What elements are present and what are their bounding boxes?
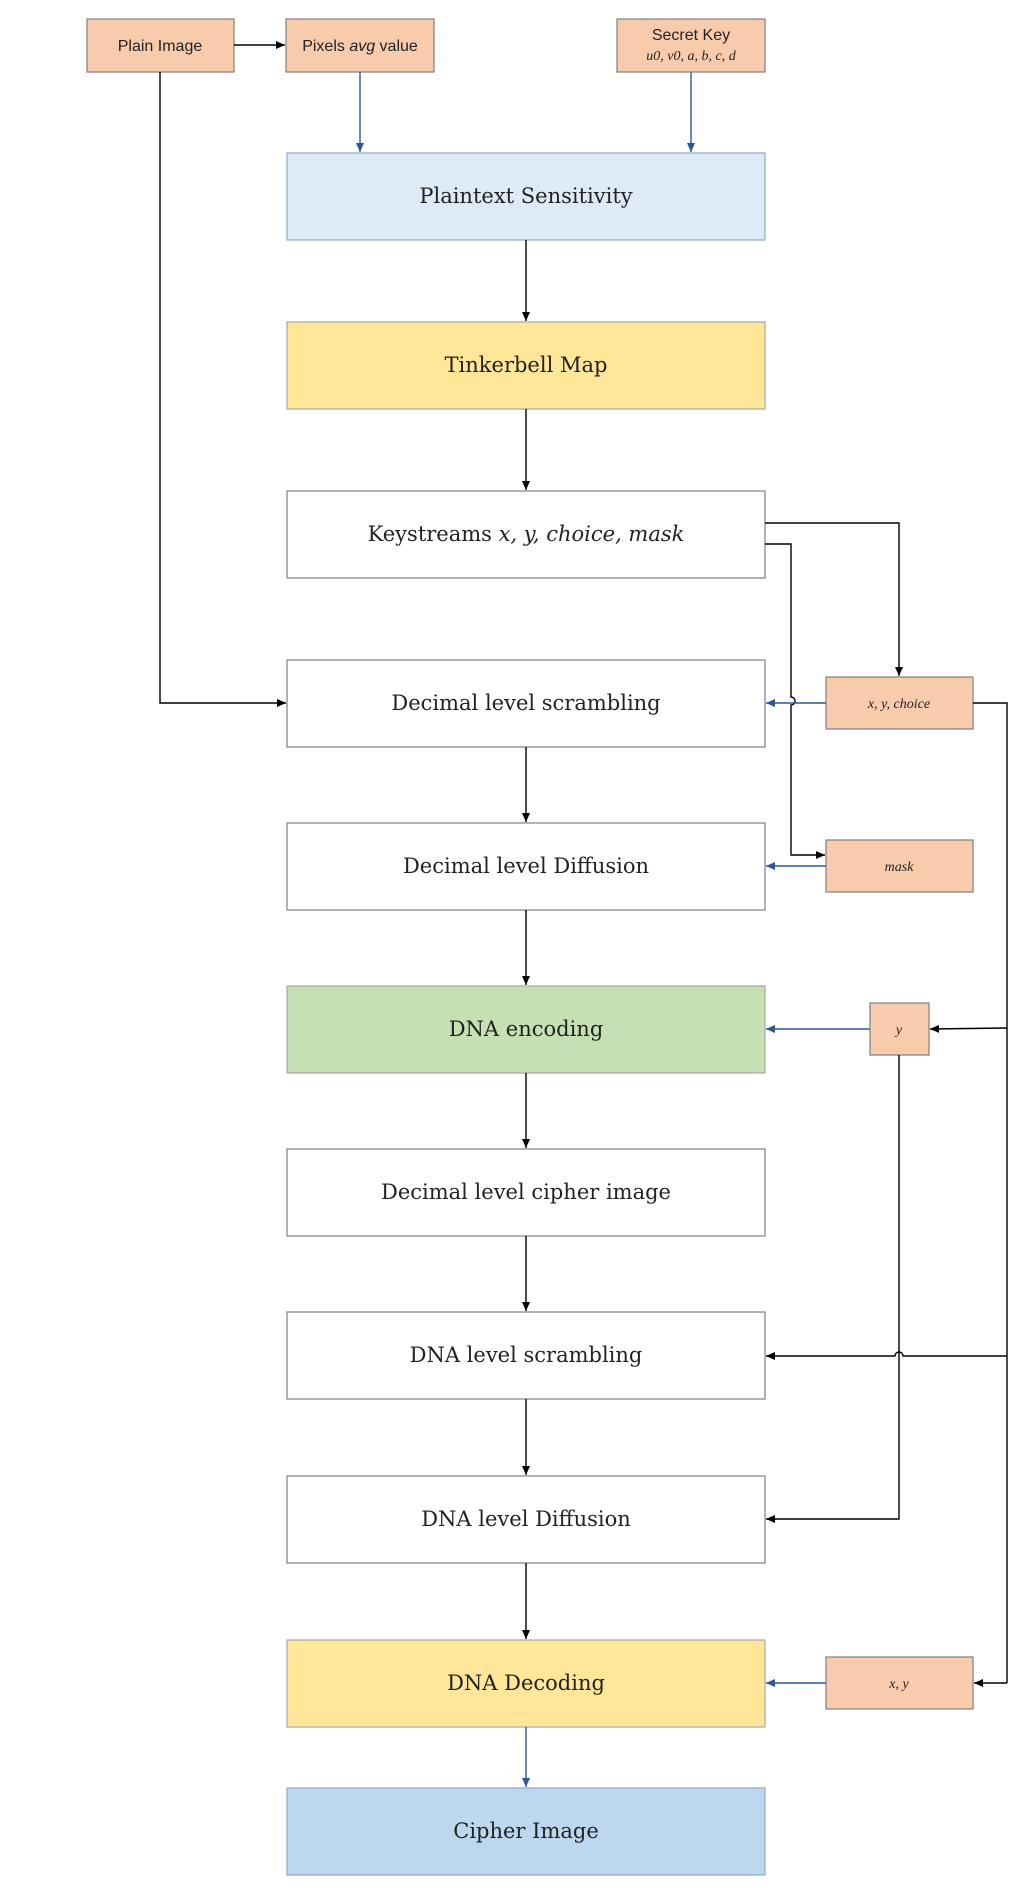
dna-diffusion-label: DNA level Diffusion	[421, 1507, 631, 1531]
arrow-keystreams-to-xychoice	[765, 522, 903, 676]
dna-diffusion-box: DNA level Diffusion	[286, 1475, 766, 1564]
cipher-image-box: Cipher Image	[286, 1787, 766, 1876]
secret-key-title: Secret Key	[652, 27, 730, 44]
key-mask-label: mask	[885, 860, 915, 875]
key-mask-box: mask	[825, 839, 974, 893]
key-y-label: y	[894, 1023, 903, 1038]
connectors	[159, 41, 1008, 1787]
plain-image-box: Plain Image	[86, 18, 235, 73]
dna-scrambling-label: DNA level scrambling	[410, 1343, 643, 1367]
dna-scrambling-box: DNA level scrambling	[286, 1311, 766, 1400]
decimal-diffusion-box: Decimal level Diffusion	[286, 822, 766, 911]
key-xy-box: x, y	[825, 1656, 974, 1710]
dna-decoding-label: DNA Decoding	[447, 1671, 605, 1695]
key-xy-choice-label: x, y, choice	[867, 697, 930, 712]
dna-encoding-box: DNA encoding	[286, 985, 766, 1074]
decimal-scrambling-label: Decimal level scrambling	[391, 691, 660, 715]
decimal-cipher-label: Decimal level cipher image	[381, 1180, 671, 1204]
arrow-y-to-dnadiffusion	[766, 1055, 900, 1523]
plaintext-sensitivity-label: Plaintext Sensitivity	[419, 184, 632, 208]
decimal-scrambling-box: Decimal level scrambling	[286, 659, 766, 748]
tinkerbell-map-box: Tinkerbell Map	[286, 321, 766, 410]
tinkerbell-map-label: Tinkerbell Map	[445, 353, 608, 377]
key-xy-choice-box: x, y, choice	[825, 676, 974, 730]
decimal-cipher-box: Decimal level cipher image	[286, 1148, 766, 1237]
arrow-trunk-to-y	[929, 1024, 1008, 1033]
trunk-xychoice-right	[973, 702, 1008, 1683]
plaintext-sensitivity-box: Plaintext Sensitivity	[286, 152, 766, 241]
arrow-keystreams-to-mask	[765, 543, 825, 859]
decimal-diffusion-label: Decimal level Diffusion	[403, 854, 649, 878]
plain-image-label: Plain Image	[118, 38, 203, 55]
arrow-plain-to-scrambling	[159, 72, 286, 707]
key-xy-label: x, y	[888, 1677, 909, 1692]
pixels-avg-label: Pixels avg value	[302, 38, 418, 55]
keystreams-box: Keystreams x, y, choice, mask	[286, 490, 766, 579]
secret-key-box: Secret Key u0, v0, a, b, c, d	[616, 18, 766, 73]
key-y-box: y	[869, 1002, 930, 1056]
secret-key-params: u0, v0, a, b, c, d	[646, 49, 736, 64]
dna-encoding-label: DNA encoding	[449, 1017, 604, 1041]
cipher-image-label: Cipher Image	[453, 1819, 599, 1843]
arrow-trunk-to-dnascramble	[766, 1351, 1007, 1360]
dna-decoding-box: DNA Decoding	[286, 1639, 766, 1728]
keystreams-label: Keystreams x, y, choice, mask	[368, 522, 685, 546]
pixels-avg-box: Pixels avg value	[285, 18, 435, 73]
